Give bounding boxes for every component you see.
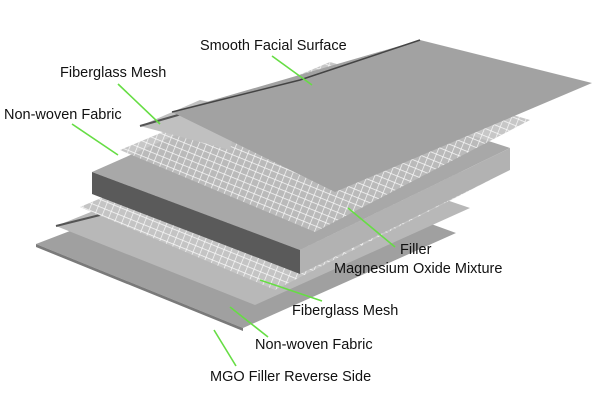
leader-filler xyxy=(347,207,396,248)
top-fabric-edge xyxy=(139,112,186,127)
label-top-mesh: Fiberglass Mesh xyxy=(60,65,167,81)
filler-slab-front xyxy=(92,172,300,274)
label-top-fabric: Non-woven Fabric xyxy=(4,107,122,123)
bottom-fabric-edge xyxy=(55,214,101,227)
reverse-side-sheet-edge xyxy=(36,244,243,331)
leader-smooth-surface xyxy=(271,55,313,86)
leader-bottom-mesh xyxy=(259,279,323,302)
label-filler-mixture: Magnesium Oxide Mixture xyxy=(334,261,503,277)
label-smooth-surface: Smooth Facial Surface xyxy=(200,38,347,54)
label-reverse-side: MGO Filler Reverse Side xyxy=(210,369,372,385)
leader-reverse-side xyxy=(213,329,237,367)
leader-top-fabric xyxy=(71,123,119,156)
smooth-surface-sheet xyxy=(172,40,592,192)
leader-lines xyxy=(71,55,396,367)
filler-slab-side xyxy=(300,148,510,274)
smooth-surface-edge xyxy=(171,39,421,113)
leader-top-mesh xyxy=(117,83,161,125)
label-bottom-fabric: Non-woven Fabric xyxy=(255,337,373,353)
label-filler: Filler xyxy=(400,242,432,258)
leader-bottom-fabric xyxy=(229,306,269,338)
label-bottom-mesh: Fiberglass Mesh xyxy=(292,303,399,319)
